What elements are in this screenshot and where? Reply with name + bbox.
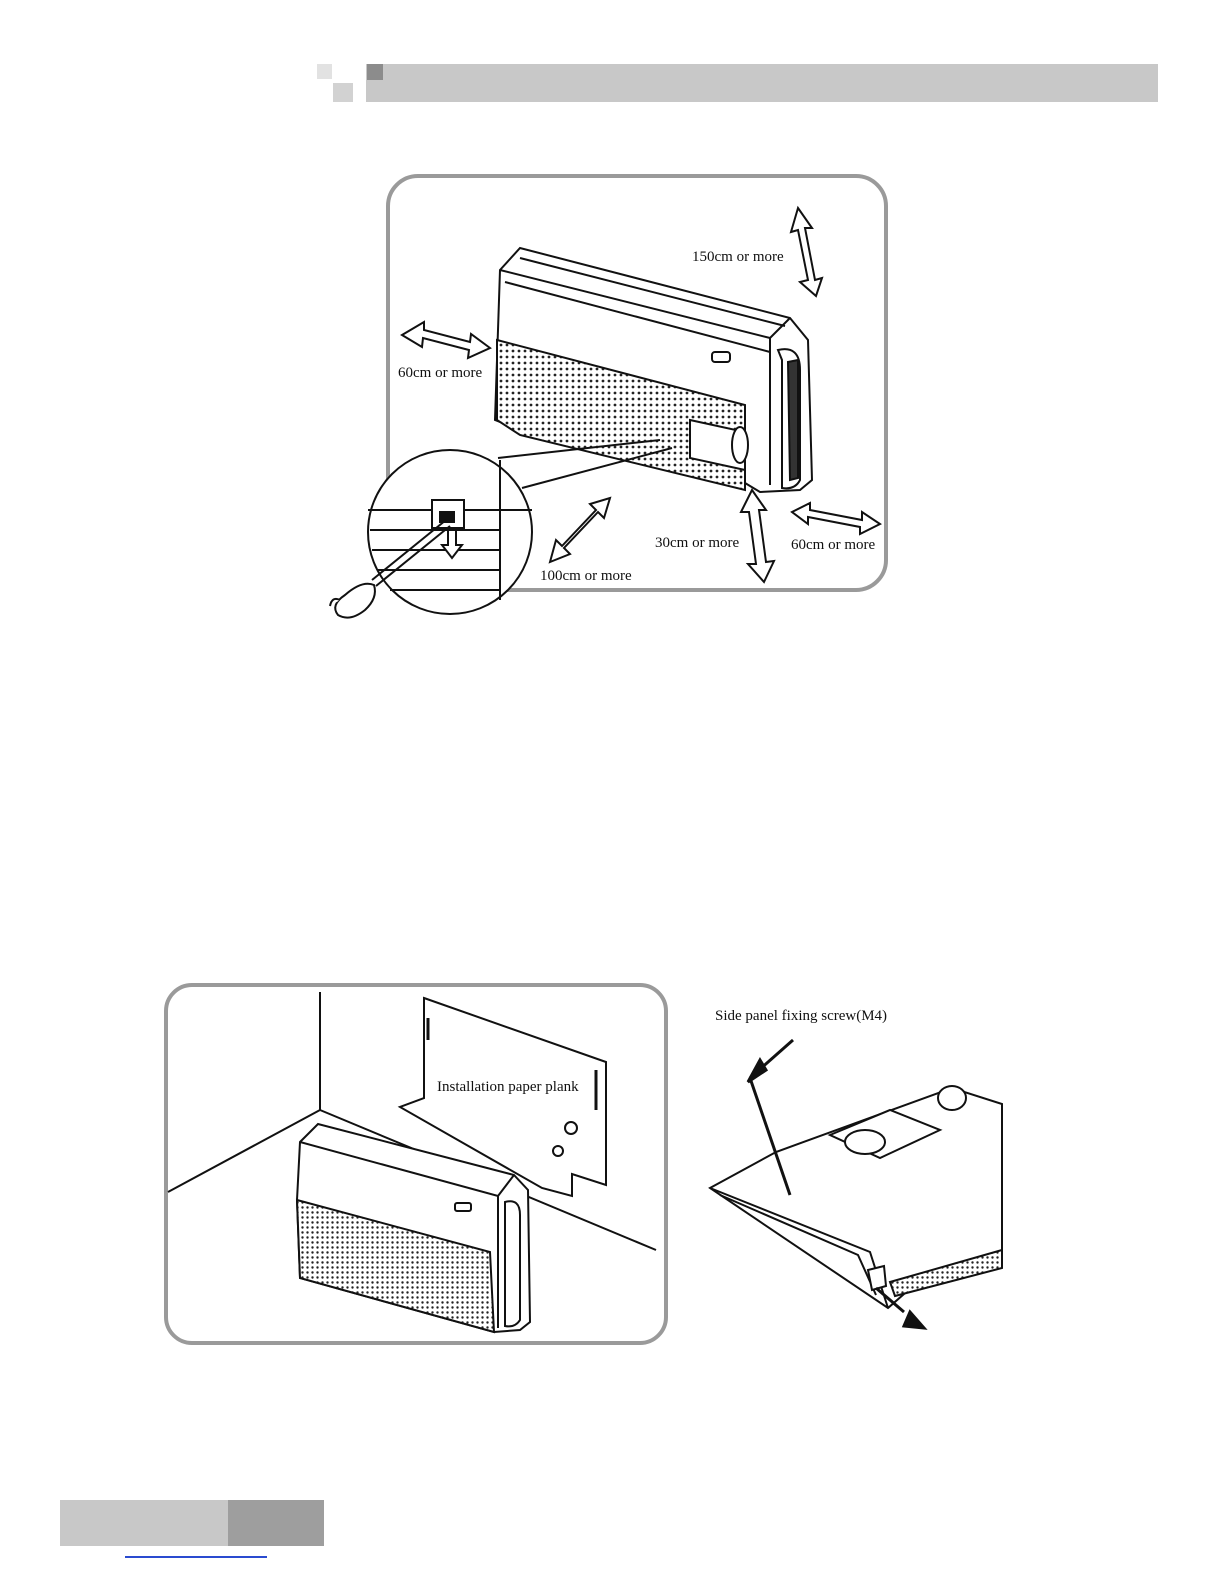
- arrow-left: [402, 322, 490, 358]
- label-installation-plank: Installation paper plank: [437, 1079, 579, 1095]
- label-left-clearance: 60cm or more: [398, 365, 482, 381]
- arrow-front: [550, 498, 610, 562]
- label-right-clearance: 60cm or more: [791, 537, 875, 553]
- label-front-clearance: 100cm or more: [540, 568, 632, 584]
- installation-plank-diagram: Installation paper plank: [0, 960, 700, 1360]
- footer-bar-light: [60, 1500, 228, 1546]
- arrow-top: [791, 208, 822, 296]
- arrow-right: [792, 503, 880, 534]
- arrow-bottom: [741, 490, 774, 582]
- zoom-inset: [368, 450, 532, 614]
- clearance-diagram: 150cm or more 60cm or more 100cm or more…: [0, 0, 1224, 680]
- side-panel-screw-diagram: Side panel fixing screw(M4): [690, 990, 1020, 1340]
- label-top-clearance: 150cm or more: [692, 249, 784, 265]
- label-side-panel-screw: Side panel fixing screw(M4): [715, 1008, 887, 1024]
- label-bottom-clearance: 30cm or more: [655, 535, 739, 551]
- footer-link-underline: [125, 1556, 267, 1558]
- footer-bar-dark: [228, 1500, 324, 1546]
- ac-unit-illustration: [495, 248, 812, 492]
